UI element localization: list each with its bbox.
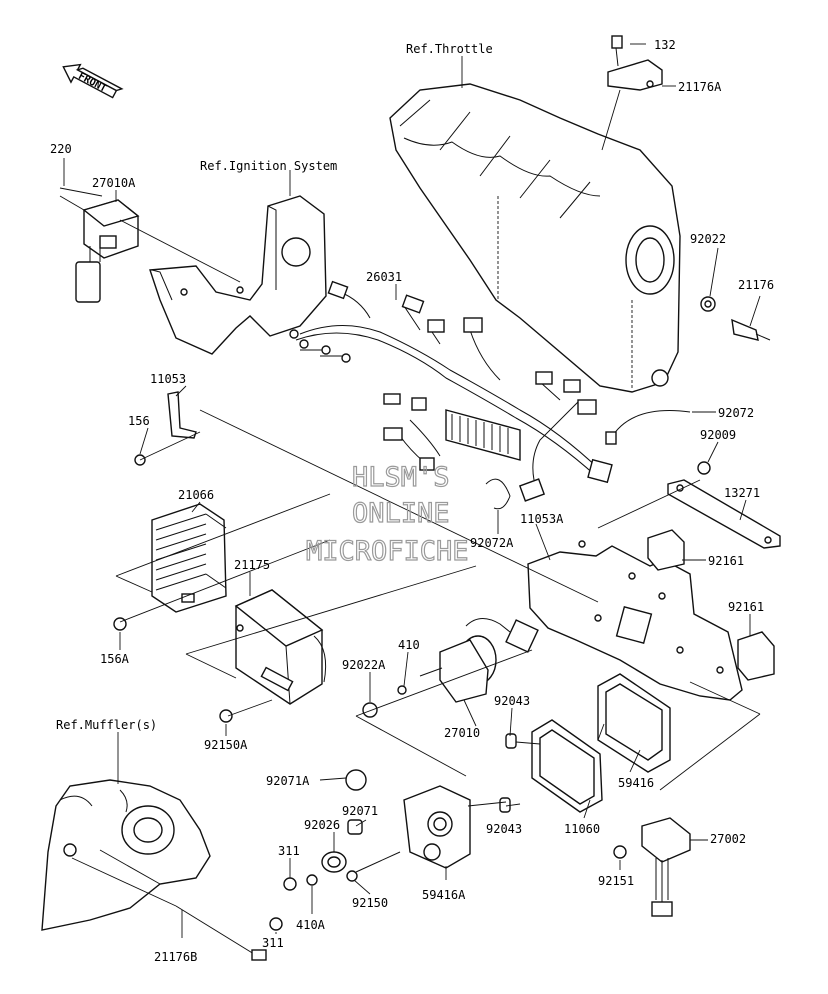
- ref-throttle-label: Ref.Throttle: [406, 42, 493, 56]
- bracket-11053: [134, 391, 197, 466]
- plate-11053a: [527, 540, 743, 701]
- part-label-92161-lower[interactable]: 92161: [728, 600, 764, 614]
- part-label-92026[interactable]: 92026: [304, 818, 340, 832]
- part-label-59416a[interactable]: 59416A: [422, 888, 466, 902]
- watermark-line-1: HLSM'S: [352, 462, 450, 493]
- part-label-27010[interactable]: 27010: [444, 726, 480, 740]
- part-label-92043-lower[interactable]: 92043: [486, 822, 522, 836]
- part-label-11053a[interactable]: 11053A: [520, 512, 564, 526]
- part-label-311-lower[interactable]: 311: [262, 936, 284, 950]
- part-label-59416[interactable]: 59416: [618, 776, 654, 790]
- part-label-92022[interactable]: 92022: [690, 232, 726, 246]
- watermark-line-2: ONLINE: [352, 498, 450, 529]
- wire-harness: [289, 280, 613, 502]
- cable-ties: [485, 410, 691, 510]
- part-label-92072a[interactable]: 92072A: [470, 536, 514, 550]
- part-label-27002[interactable]: 27002: [710, 832, 746, 846]
- part-label-27010a[interactable]: 27010A: [92, 176, 136, 190]
- part-label-92071[interactable]: 92071: [342, 804, 378, 818]
- part-label-21175[interactable]: 21175: [234, 558, 270, 572]
- part-label-132[interactable]: 132: [654, 38, 676, 52]
- part-label-11053[interactable]: 11053: [150, 372, 186, 386]
- plate-13271: [667, 461, 781, 549]
- part-label-410a[interactable]: 410A: [296, 918, 326, 932]
- valve-housing-59416a: [269, 769, 471, 931]
- ignition-bracket-reference: [149, 195, 327, 355]
- sensor-21176: [700, 296, 771, 341]
- ignition-coil-27010a: [59, 187, 140, 303]
- part-label-13271[interactable]: 13271: [724, 486, 760, 500]
- watermark: HLSM'S ONLINE MICROFICHE: [305, 461, 469, 567]
- part-label-220[interactable]: 220: [50, 142, 72, 156]
- part-label-92043-upper[interactable]: 92043: [494, 694, 530, 708]
- part-label-26031[interactable]: 26031: [366, 270, 402, 284]
- gasket-11060: [531, 719, 603, 813]
- leader-lines: [59, 43, 761, 938]
- part-label-92151[interactable]: 92151: [598, 874, 634, 888]
- part-label-92150[interactable]: 92150: [352, 896, 388, 910]
- throttle-body-reference: [389, 83, 681, 393]
- part-label-11060[interactable]: 11060: [564, 822, 600, 836]
- part-label-21176b[interactable]: 21176B: [154, 950, 197, 964]
- valve-cover-59416: [597, 673, 671, 773]
- front-arrow-icon: FRONT: [62, 63, 124, 99]
- part-label-156a[interactable]: 156A: [100, 652, 130, 666]
- part-label-410[interactable]: 410: [398, 638, 420, 652]
- watermark-line-3: MICROFICHE: [306, 536, 469, 567]
- part-label-21176[interactable]: 21176: [738, 278, 774, 292]
- regulator-21066: [113, 503, 227, 631]
- pads-92161: [647, 529, 775, 681]
- part-label-92150a[interactable]: 92150A: [204, 738, 248, 752]
- sensor-21176a: [601, 35, 663, 151]
- part-label-92071a[interactable]: 92071A: [266, 774, 310, 788]
- actuator-27010: [362, 618, 539, 718]
- part-label-156[interactable]: 156: [128, 414, 150, 428]
- part-label-21176a[interactable]: 21176A: [678, 80, 722, 94]
- ecu-21175: [219, 589, 327, 723]
- part-label-92022a[interactable]: 92022A: [342, 658, 386, 672]
- muffler-reference: [41, 779, 267, 961]
- part-label-92072[interactable]: 92072: [718, 406, 754, 420]
- part-label-92009[interactable]: 92009: [700, 428, 736, 442]
- pins-92043: [499, 733, 517, 813]
- part-label-92161-upper[interactable]: 92161: [708, 554, 744, 568]
- part-label-21066[interactable]: 21066: [178, 488, 214, 502]
- ref-muffler-label: Ref.Muffler(s): [56, 718, 157, 732]
- ref-ignition-label: Ref.Ignition System: [200, 159, 337, 173]
- sensor-27002: [613, 817, 691, 917]
- part-label-311-upper[interactable]: 311: [278, 844, 300, 858]
